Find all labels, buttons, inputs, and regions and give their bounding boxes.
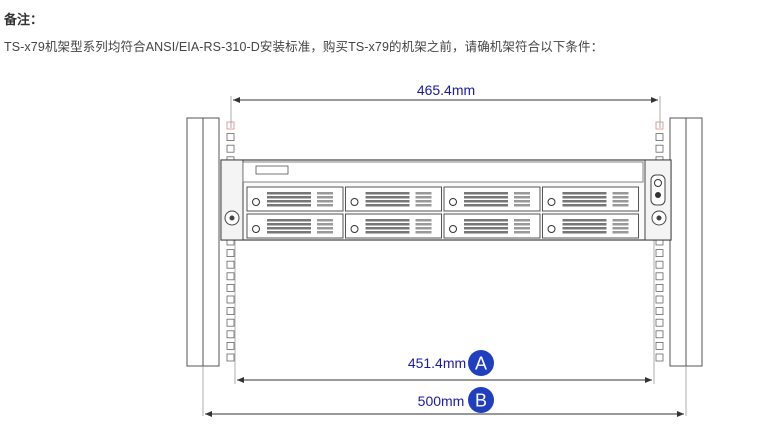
nas-chassis	[220, 159, 672, 241]
drive-bay	[443, 186, 541, 212]
drive-bay	[443, 213, 541, 239]
top-dimension-label: 465.4mm	[417, 82, 475, 98]
rack-hole	[226, 260, 235, 269]
note-text: TS-x79机架型系列均符合ANSI/EIA-RS-310-D安装标准，购买TS…	[4, 40, 604, 54]
drive-bay	[345, 213, 442, 239]
rack-hole	[655, 353, 664, 362]
drive-lock-icon	[449, 225, 457, 233]
drive-lock-icon	[547, 225, 556, 233]
drive-bay	[542, 186, 639, 212]
rack-hole	[655, 307, 664, 316]
rack-hole	[655, 121, 664, 130]
brand-logo	[255, 165, 289, 175]
drive-bay	[345, 186, 442, 212]
rack-hole	[655, 249, 664, 258]
rack-hole	[655, 295, 664, 304]
right-rack-rail	[655, 117, 703, 367]
rack-hole	[655, 144, 664, 153]
rack-hole	[226, 353, 235, 362]
status-led-icon	[655, 192, 661, 198]
rack-hole	[655, 341, 664, 350]
marker-b-icon	[468, 387, 494, 413]
drive-lock-icon	[252, 225, 260, 233]
rack-hole	[226, 272, 235, 281]
drive-lock-icon	[350, 225, 359, 233]
rack-hole	[226, 283, 235, 292]
rack-hole	[226, 144, 235, 153]
rack-hole	[226, 307, 235, 316]
drive-lock-icon	[350, 198, 359, 206]
rack-hole	[655, 330, 664, 339]
rack-hole	[226, 295, 235, 304]
rack-hole	[655, 283, 664, 292]
rack-hole	[655, 318, 664, 327]
rack-hole	[655, 133, 664, 142]
top-dimension: 465.4mm	[233, 82, 658, 103]
rack-hole	[226, 249, 235, 258]
rack-hole	[226, 341, 235, 350]
left-rack-rail	[186, 117, 235, 367]
rack-hole	[226, 318, 235, 327]
drive-bay	[542, 213, 639, 239]
drive-lock-icon	[547, 198, 556, 206]
dimension-a: 451.4mm A	[237, 350, 652, 383]
rack-hole	[226, 121, 235, 130]
drive-lock-icon	[252, 198, 260, 206]
note-title: 备注：	[4, 12, 44, 27]
dimension-a-label: 451.4mm	[408, 355, 466, 371]
svg-text:A: A	[475, 354, 487, 374]
drive-lock-icon	[449, 198, 457, 206]
rack-hole	[226, 133, 235, 142]
rack-hole	[655, 272, 664, 281]
rack-hole	[226, 330, 235, 339]
drive-bay	[246, 213, 344, 239]
dimension-b: 500mm B	[205, 387, 684, 417]
drive-bay	[246, 186, 344, 212]
marker-a-icon	[468, 350, 494, 376]
rack-hole	[655, 260, 664, 269]
dimension-b-label: 500mm	[418, 393, 465, 409]
power-button-icon	[654, 179, 662, 187]
svg-text:B: B	[475, 391, 487, 411]
